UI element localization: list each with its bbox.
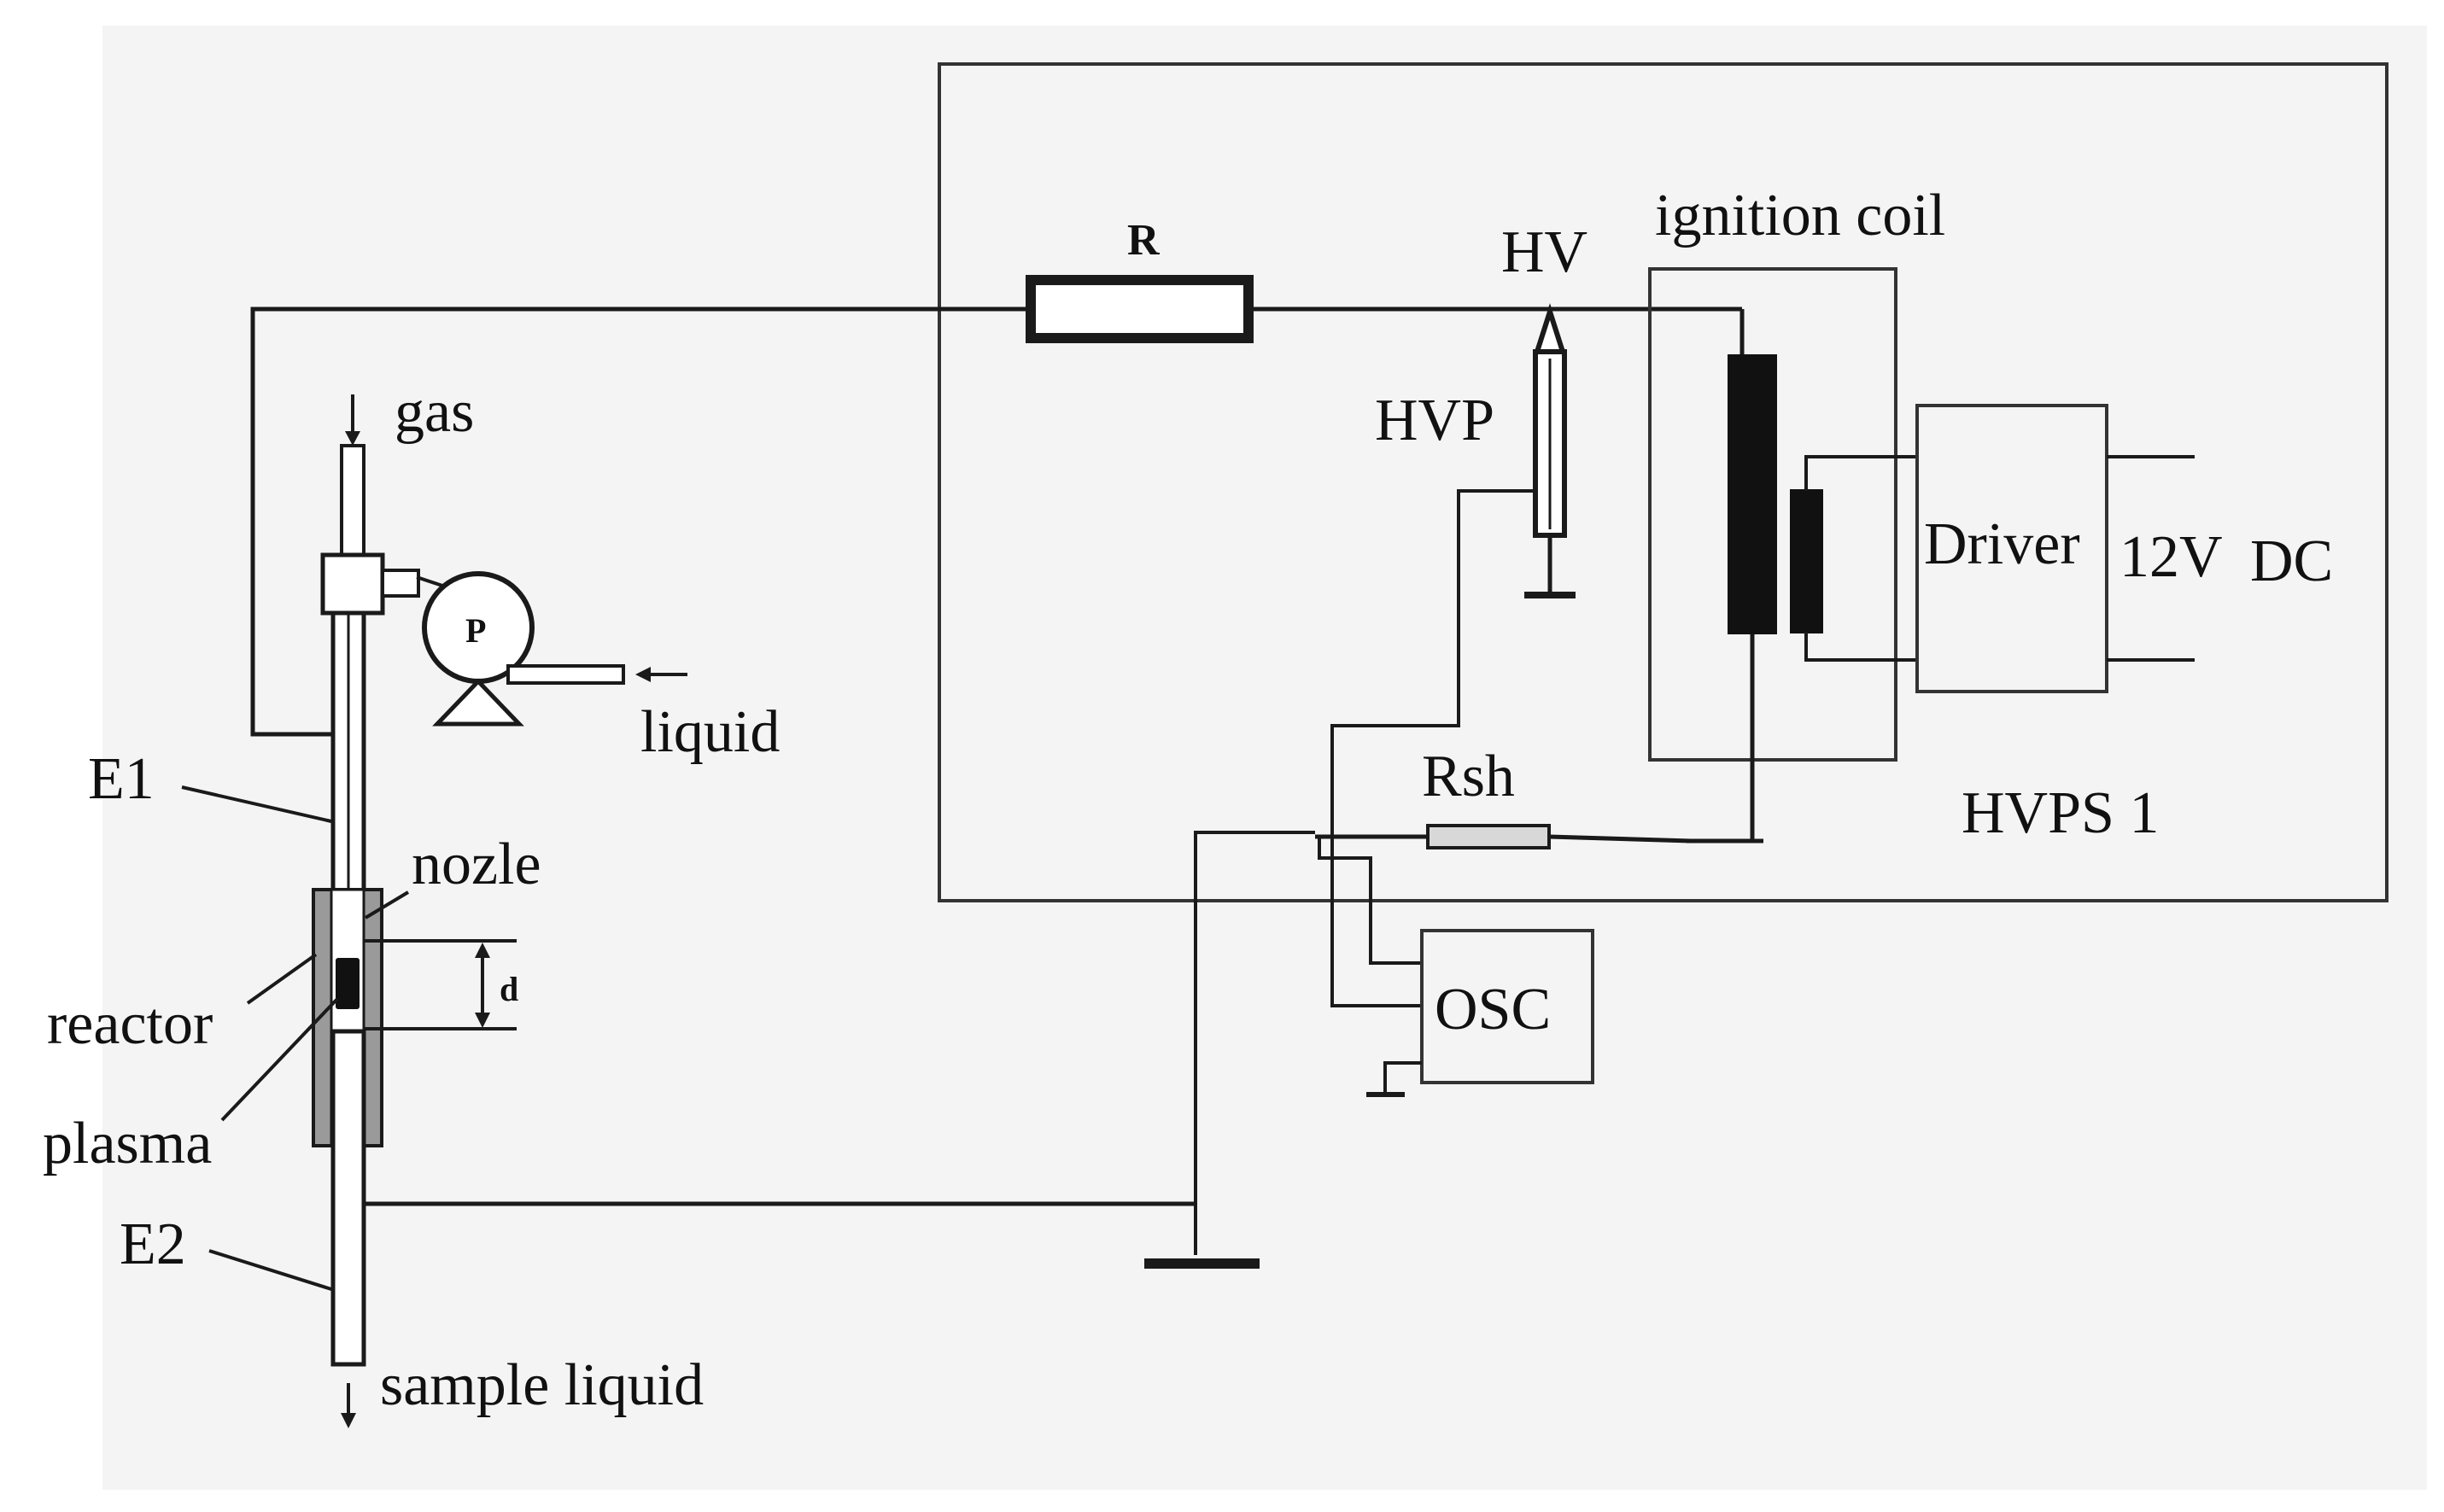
primary-lead-top (1804, 455, 1917, 491)
ground-return-wire (1194, 831, 1315, 1255)
nozzle-pointer (364, 890, 410, 919)
gap-arrow-down (475, 1013, 490, 1028)
plasma-pointer (220, 997, 339, 1122)
shunt-resistor (1426, 824, 1551, 849)
pump-label: P (465, 611, 486, 650)
resistor-label: R (1127, 216, 1161, 265)
hvp-label: HVP (1375, 388, 1494, 453)
e2-label: E2 (120, 1211, 186, 1277)
e2-electrode (330, 1029, 366, 1367)
reactor-label: reactor (47, 991, 213, 1057)
driver-label: Driver (1924, 511, 2080, 577)
e1-label: E1 (88, 746, 155, 812)
liquid-arrow-head (635, 667, 651, 682)
reactor-pointer (246, 953, 318, 1005)
hvps-label: HVPS 1 (1962, 780, 2159, 846)
osc-lead-2 (1318, 837, 1422, 965)
coil-primary (1790, 489, 1823, 633)
oscilloscope-box (1420, 929, 1594, 1084)
gas-tube (340, 444, 365, 558)
plasma-label: plasma (43, 1111, 212, 1176)
nozzle-label: nozle (412, 832, 541, 897)
gap-label: d (500, 970, 518, 1008)
rsh-label: Rsh (1422, 744, 1515, 809)
pump-stand (432, 678, 524, 727)
osc-ground-lead (1383, 1061, 1422, 1093)
pump-outlet-tube (506, 664, 625, 685)
diagram-panel (102, 26, 2427, 1490)
coil-secondary (1728, 354, 1777, 634)
gas-arrow-head (345, 431, 360, 446)
sample-liquid-label: sample liquid (380, 1352, 704, 1418)
plasma (336, 958, 360, 1009)
supply-12v-label: 12V (2119, 524, 2223, 590)
resistor-r (1026, 275, 1254, 343)
e1-pointer (181, 785, 332, 823)
osc-label: OSC (1435, 977, 1551, 1042)
ignition-coil-label: ignition coil (1655, 183, 1945, 248)
hvps-enclosure (938, 62, 2388, 902)
t-connector-side (381, 569, 420, 598)
t-connector (320, 552, 385, 616)
supply-dc-label: DC (2250, 528, 2333, 594)
gap-arrow-up (475, 943, 490, 958)
gas-label: gas (395, 379, 474, 445)
primary-lead-bottom (1804, 632, 1917, 662)
osc-lead-1 (1330, 832, 1422, 1007)
hv-label: HV (1501, 219, 1587, 285)
driver-box (1915, 404, 2108, 693)
hv-wire (250, 306, 1031, 737)
e2-pointer (208, 1249, 332, 1291)
sample-arrow-head (341, 1413, 356, 1428)
ignition-coil-box (1648, 267, 1897, 762)
shunt-lead-right (1548, 834, 1692, 844)
hvp-signal-cable (1330, 489, 1535, 832)
liquid-label: liquid (640, 699, 780, 765)
